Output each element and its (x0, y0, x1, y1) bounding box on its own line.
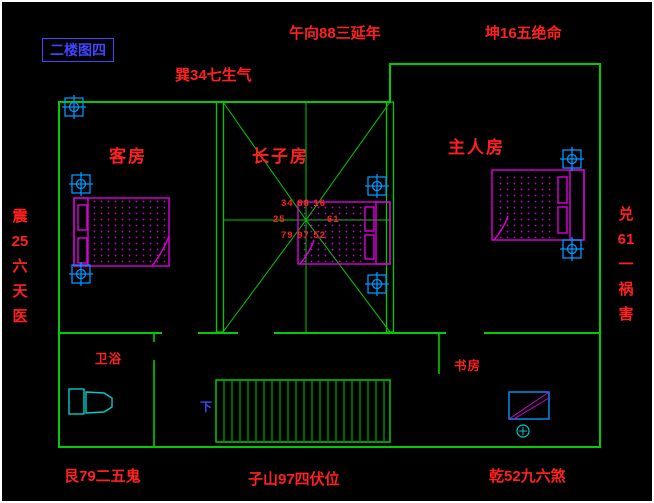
stair-steps (223, 381, 385, 441)
compass-label-right: 兑 61 一 祸 害 (613, 202, 639, 327)
compass-label-bottom-left: 艮79二五鬼 (64, 468, 141, 485)
compass-right-char: 61 (617, 231, 635, 248)
luoshu-row-bottom: 79 97 52 (281, 230, 326, 241)
compass-left-char: 医 (12, 308, 28, 325)
room-label-master: 主人房 (448, 138, 505, 157)
compass-label-upper-left: 巽34七生气 (175, 67, 252, 84)
light-marker-icon (68, 261, 94, 287)
desk-icon (508, 391, 550, 438)
toilet-icon (68, 388, 113, 415)
room-label-bath: 卫浴 (95, 352, 123, 366)
light-marker-icon (61, 94, 87, 120)
luoshu-mid-left: 25 (273, 214, 286, 225)
light-marker-icon (559, 236, 585, 262)
compass-label-left: 震 25 六 天 医 (7, 204, 33, 329)
luoshu-row-top: 34 88 16 (281, 198, 326, 209)
floor-title: 二楼图四 (42, 38, 114, 62)
luoshu-mid-right: 61 (327, 214, 340, 225)
compass-left-char: 震 (12, 208, 28, 225)
compass-left-char: 天 (12, 283, 28, 300)
master-bed (491, 169, 585, 241)
room-label-study: 书房 (454, 359, 482, 373)
light-marker-icon (364, 173, 390, 199)
compass-label-bottom-center: 子山97四伏位 (248, 471, 340, 488)
compass-label-top-center: 午向88三延年 (289, 25, 381, 42)
light-marker-icon (559, 146, 585, 172)
room-label-guest: 客房 (109, 147, 147, 166)
staircase (215, 379, 391, 443)
light-marker-icon (68, 171, 94, 197)
compass-left-char: 25 (11, 233, 29, 250)
eldest-son-bed (297, 201, 391, 265)
compass-left-char: 六 (12, 258, 28, 275)
guest-bed (73, 197, 170, 267)
compass-right-char: 兑 (618, 206, 634, 223)
compass-label-bottom-right: 乾52九六煞 (489, 468, 566, 485)
light-marker-icon (364, 271, 390, 297)
compass-right-char: 一 (618, 256, 634, 273)
compass-label-top-right: 坤16五绝命 (485, 25, 562, 42)
compass-right-char: 祸 (618, 281, 634, 298)
room-label-eldest: 长子房 (252, 147, 309, 166)
radiating-lines (222, 101, 391, 333)
stairs-down-label: 下 (200, 400, 213, 414)
compass-right-char: 害 (618, 306, 634, 323)
